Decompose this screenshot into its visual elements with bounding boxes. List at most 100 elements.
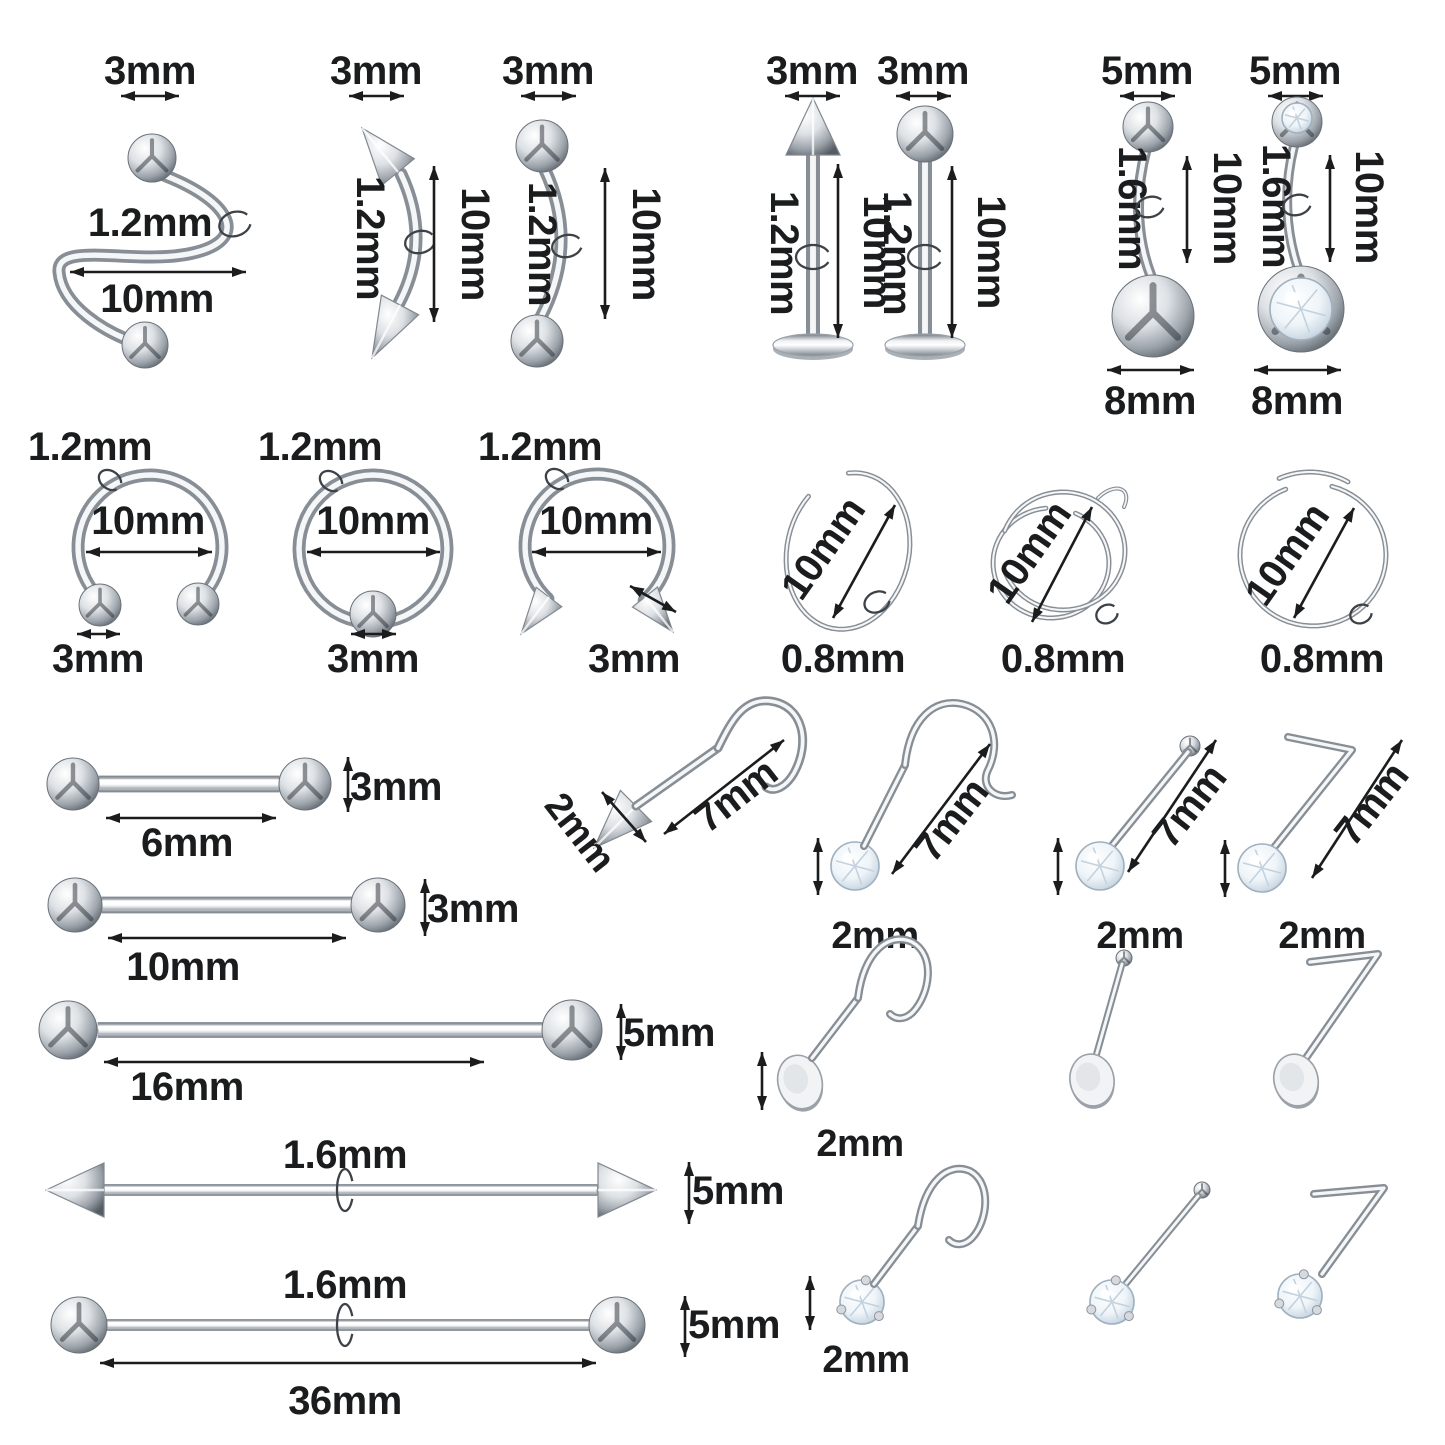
dim-label: 10mm bbox=[969, 195, 1013, 309]
arrowhead bbox=[420, 879, 430, 893]
gauge-loop bbox=[906, 243, 942, 271]
dimension-arrow bbox=[1030, 506, 1094, 623]
barbell-shaft bbox=[101, 896, 353, 914]
arrowhead bbox=[1120, 91, 1134, 101]
arrowhead bbox=[470, 1057, 484, 1067]
dim-label: 0.8mm bbox=[1260, 637, 1384, 681]
dim-label: 10mm bbox=[316, 499, 430, 543]
dim-label: 1.2mm bbox=[88, 201, 212, 245]
arrowhead bbox=[1032, 607, 1043, 622]
gauge-loop bbox=[1349, 603, 1373, 625]
metal-ball bbox=[896, 105, 954, 163]
dim-label: 3mm bbox=[766, 49, 858, 93]
metal-ball bbox=[127, 133, 177, 183]
arrowhead bbox=[1161, 91, 1175, 101]
dimension-arrow bbox=[601, 791, 647, 843]
flat-disc bbox=[1272, 1053, 1320, 1109]
gauge-loop bbox=[1135, 195, 1165, 219]
dim-label: 8mm bbox=[1104, 379, 1196, 423]
metal-ball bbox=[350, 877, 406, 933]
arrowhead bbox=[813, 838, 823, 852]
dim-label: 3mm bbox=[588, 637, 680, 681]
gauge-loop bbox=[97, 468, 123, 492]
arrowhead bbox=[947, 324, 957, 338]
dimension-arrow bbox=[663, 738, 785, 836]
dimension-arrow bbox=[121, 91, 179, 101]
dim-label: 0.8mm bbox=[1001, 637, 1125, 681]
dim-label: 3mm bbox=[104, 49, 196, 93]
dim-label: 36mm bbox=[288, 1379, 402, 1423]
arrowhead bbox=[833, 603, 845, 618]
barbell-shaft bbox=[103, 1319, 593, 1331]
gauge-loop bbox=[794, 243, 830, 271]
dimension-arrow bbox=[104, 1057, 484, 1067]
arrowhead bbox=[1309, 91, 1323, 101]
dimension-arrow bbox=[420, 879, 430, 936]
gauge-loop bbox=[544, 467, 570, 491]
dimension-arrow bbox=[1126, 739, 1218, 873]
dim-label: 5mm bbox=[1249, 49, 1341, 93]
arrowhead bbox=[1107, 365, 1121, 375]
arrowhead bbox=[600, 305, 610, 319]
dimension-arrow bbox=[890, 743, 992, 875]
arrowhead bbox=[833, 164, 843, 178]
cz-gem bbox=[1269, 277, 1333, 341]
arrowhead bbox=[1180, 365, 1194, 375]
arrowhead bbox=[429, 166, 439, 180]
spike-cone bbox=[597, 1162, 658, 1218]
dimension-arrow bbox=[77, 629, 120, 639]
metal-ball bbox=[278, 757, 332, 811]
nose-lshape-flat bbox=[1272, 950, 1382, 1109]
arrowhead bbox=[647, 547, 661, 557]
dim-label: 2mm bbox=[816, 1123, 903, 1165]
spike-cone bbox=[785, 96, 841, 156]
metal-ball bbox=[588, 1296, 646, 1354]
dimension-arrow bbox=[813, 838, 823, 895]
arrowhead bbox=[106, 813, 120, 823]
arrowhead bbox=[307, 547, 321, 557]
gauge-loop bbox=[1095, 603, 1119, 625]
arrowhead bbox=[896, 91, 910, 101]
dimension-arrow bbox=[1107, 365, 1194, 375]
arrowhead bbox=[826, 91, 840, 101]
arrowhead bbox=[420, 922, 430, 936]
dimension-arrow bbox=[1120, 91, 1175, 101]
arrowhead bbox=[600, 168, 610, 182]
arrowhead bbox=[684, 1210, 694, 1224]
dim-label: 10mm bbox=[855, 195, 899, 309]
arrowhead bbox=[1182, 156, 1192, 170]
arrowhead bbox=[1053, 881, 1063, 895]
nose-lshape-prong-gem bbox=[1274, 1184, 1388, 1319]
dim-label: 1.2mm bbox=[28, 425, 152, 469]
arrowhead bbox=[1327, 365, 1341, 375]
arrowhead bbox=[680, 1296, 690, 1310]
dim-label: 10mm bbox=[126, 945, 240, 989]
dim-label: 1.2mm bbox=[520, 182, 564, 306]
dim-label: 5mm bbox=[1101, 49, 1193, 93]
arrowhead bbox=[349, 91, 363, 101]
arrowhead bbox=[769, 740, 784, 753]
dim-label: 2mm bbox=[1096, 915, 1183, 957]
dim-label: 10mm bbox=[453, 187, 497, 301]
dimension-arrow bbox=[1220, 840, 1230, 897]
arrowhead bbox=[198, 547, 212, 557]
cz-gem bbox=[839, 1279, 885, 1325]
dim-label: 8mm bbox=[1251, 379, 1343, 423]
arrowhead bbox=[86, 547, 100, 557]
gauge-loop bbox=[551, 233, 583, 259]
arrowhead bbox=[633, 828, 646, 842]
metal-ball bbox=[78, 583, 122, 627]
barbell-shaft bbox=[98, 775, 280, 793]
gauge-loop bbox=[318, 469, 344, 493]
dim-label: 1.2mm bbox=[348, 176, 392, 300]
metal-ball bbox=[46, 757, 100, 811]
dim-label: 2mm bbox=[1278, 915, 1365, 957]
dimension-arrow bbox=[616, 1004, 626, 1060]
dimension-arrow bbox=[1292, 507, 1356, 619]
dim-label: 1.2mm bbox=[258, 425, 382, 469]
